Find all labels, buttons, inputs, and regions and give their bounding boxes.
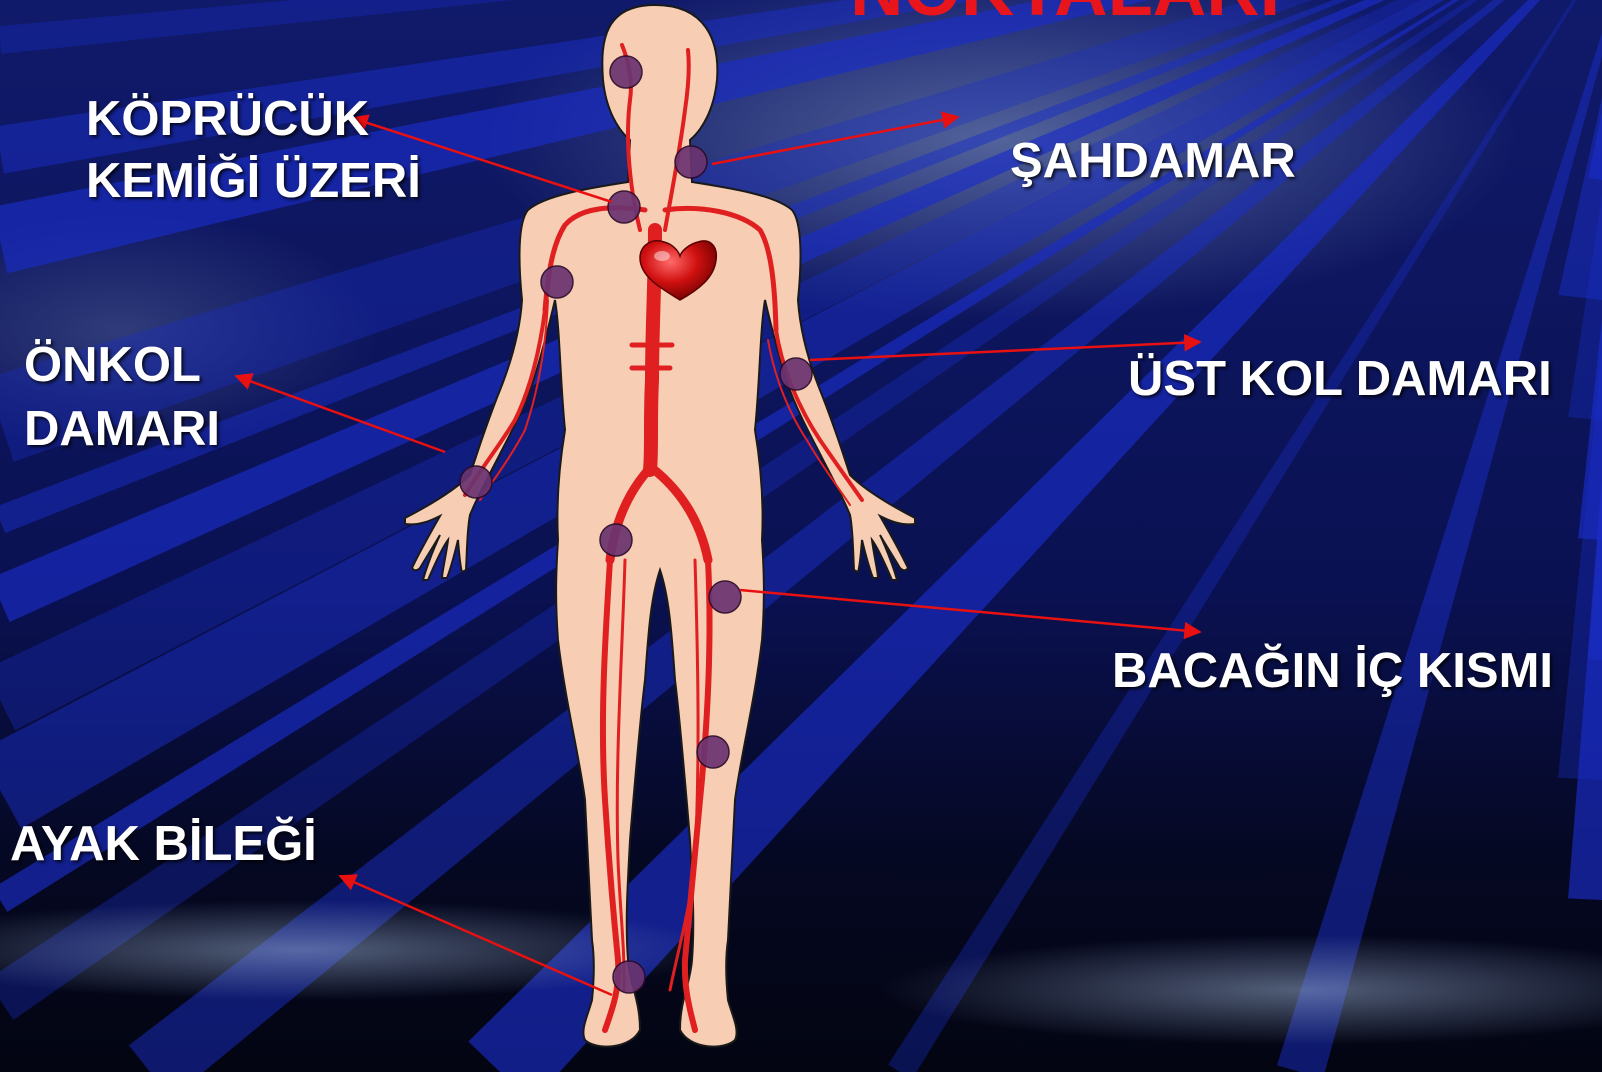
pulse-point-marker	[460, 466, 492, 498]
pulse-point-marker	[613, 961, 645, 993]
pulse-point-marker	[541, 266, 573, 298]
pulse-point-marker	[610, 56, 642, 88]
label-kopruck-line1: KÖPRÜCÜK	[86, 88, 369, 150]
pulse-point-marker	[709, 581, 741, 613]
pulse-point-marker	[675, 146, 707, 178]
pulse-point-marker	[608, 191, 640, 223]
pulse-point-marker	[780, 358, 812, 390]
label-onkol-line2: DAMARI	[24, 398, 220, 460]
label-sahdamar: ŞAHDAMAR	[1010, 130, 1296, 192]
pulse-point-marker	[697, 736, 729, 768]
label-kopruck-line2: KEMİĞİ ÜZERİ	[86, 150, 421, 212]
slide-title: NOKTALARI	[850, 0, 1280, 20]
label-ayak-bilegi: AYAK BİLEĞİ	[10, 813, 317, 875]
label-bacagin-ic-kismi: BACAĞIN İÇ KISMI	[1112, 640, 1553, 702]
label-ust-kol-damari: ÜST KOL DAMARI	[1128, 348, 1552, 410]
label-onkol-line1: ÖNKOL	[24, 334, 201, 396]
pulse-point-marker	[600, 524, 632, 556]
